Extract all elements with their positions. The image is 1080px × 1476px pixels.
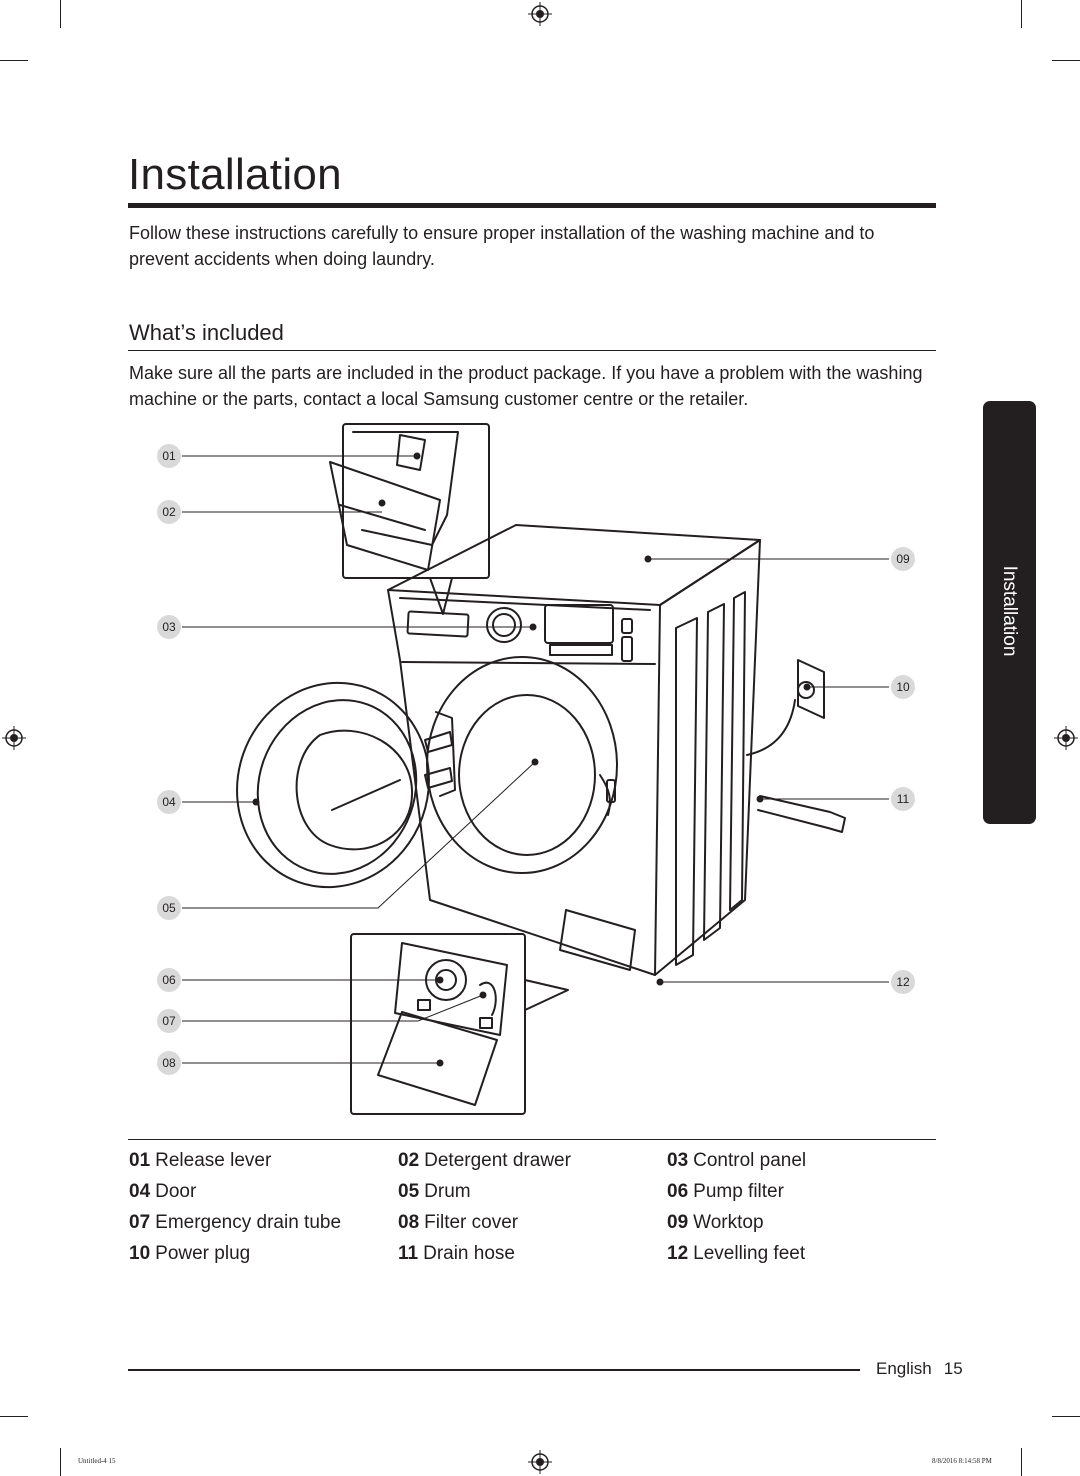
callout-08: 08 <box>157 1051 181 1075</box>
svg-text:03: 03 <box>162 620 176 634</box>
svg-text:12: 12 <box>896 975 910 989</box>
callout-12: 12 <box>891 970 915 994</box>
svg-text:10: 10 <box>896 680 910 694</box>
svg-text:01: 01 <box>162 449 176 463</box>
callout-09: 09 <box>891 547 915 571</box>
title-rule <box>128 203 936 208</box>
section-intro: Make sure all the parts are included in … <box>129 363 923 409</box>
side-tab-label: Installation <box>999 565 1020 657</box>
callout-06: 06 <box>157 968 181 992</box>
callout-10: 10 <box>891 675 915 699</box>
crop-mark <box>1021 0 1022 28</box>
registration-mark <box>2 726 26 750</box>
footer-rule <box>128 1369 860 1371</box>
legend-rule <box>128 1139 936 1140</box>
registration-mark <box>1054 726 1078 750</box>
svg-text:07: 07 <box>162 1014 176 1028</box>
crop-mark <box>1052 1416 1080 1417</box>
crop-mark <box>0 1416 28 1417</box>
svg-text:04: 04 <box>162 795 176 809</box>
print-slug-right: 8/8/2016 8:14:58 PM <box>932 1457 992 1465</box>
callout-11: 11 <box>891 787 915 811</box>
crop-mark <box>1021 1448 1022 1476</box>
callout-03: 03 <box>157 615 181 639</box>
section-rule <box>128 350 936 351</box>
callout-05: 05 <box>157 896 181 920</box>
registration-mark <box>528 1450 552 1474</box>
svg-text:09: 09 <box>896 552 910 566</box>
print-slug-left: Untitled-4 15 <box>78 1457 116 1465</box>
crop-mark <box>60 0 61 28</box>
section-title: What’s included <box>129 320 284 345</box>
registration-mark <box>528 2 552 26</box>
callout-07: 07 <box>157 1009 181 1033</box>
page-number: 15 <box>943 1359 963 1378</box>
svg-text:11: 11 <box>897 792 910 806</box>
intro-paragraph: Follow these instructions carefully to e… <box>129 223 875 269</box>
washing-machine-diagram: 01 02 03 04 05 06 07 08 09 10 11 12 <box>157 423 915 1115</box>
machine-body <box>236 423 846 1115</box>
side-chapter-tab: Installation <box>983 401 1036 824</box>
callout-01: 01 <box>157 444 181 468</box>
footer: English 15 <box>876 1359 963 1379</box>
crop-mark <box>1052 60 1080 61</box>
crop-mark <box>0 60 28 61</box>
crop-mark <box>60 1448 61 1476</box>
svg-text:08: 08 <box>162 1056 176 1070</box>
page-title: Installation <box>128 150 342 199</box>
svg-text:02: 02 <box>162 505 176 519</box>
svg-text:05: 05 <box>162 901 176 915</box>
callout-02: 02 <box>157 500 181 524</box>
footer-language: English <box>876 1359 932 1378</box>
svg-text:06: 06 <box>162 973 176 987</box>
callout-04: 04 <box>157 790 181 814</box>
